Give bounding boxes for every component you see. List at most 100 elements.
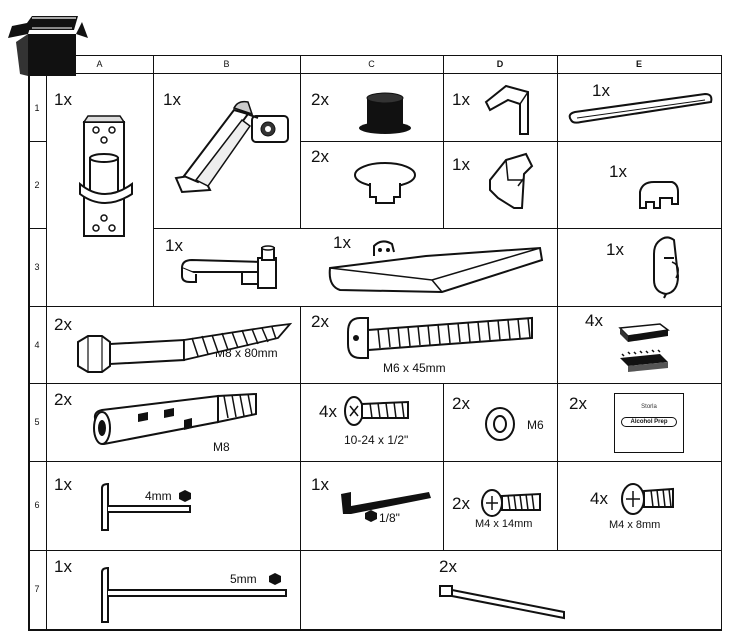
qty-e4: 4x xyxy=(585,311,603,330)
t-hex-key-5mm-part-icon xyxy=(101,566,287,623)
cable-clip-part-icon xyxy=(484,84,529,135)
column-header-d: D xyxy=(496,59,504,69)
vsep-de-r1-2 xyxy=(557,73,558,228)
column-header-c: C xyxy=(368,59,375,69)
extension-arm-part-icon xyxy=(180,245,277,289)
row-label-1: 1 xyxy=(34,103,40,113)
vsep-r5a xyxy=(300,383,301,461)
column-header-e: E xyxy=(635,59,642,69)
qty-d5: 2x xyxy=(452,394,470,413)
qty-e5: 2x xyxy=(569,394,587,413)
wipe-label: Alcohol Prep xyxy=(621,417,677,427)
row-sep-3-label xyxy=(28,228,46,229)
vsep-r6b xyxy=(443,461,444,550)
qty-c7: 2x xyxy=(439,557,457,576)
qty-a7: 1x xyxy=(54,557,72,576)
vsep-r3 xyxy=(557,228,558,306)
column-header-a: A xyxy=(96,59,103,69)
button-plug-part-icon xyxy=(354,162,416,204)
qty-c1: 2x xyxy=(311,90,329,109)
row-label-4: 4 xyxy=(34,340,40,350)
vsep-ab-r1-3 xyxy=(153,73,154,306)
box-icon xyxy=(8,16,88,76)
screw-m4x14-part-icon xyxy=(481,489,541,517)
tray-plate-part-icon xyxy=(328,240,544,294)
wall-plate-part-icon xyxy=(79,115,133,237)
monitor-arm-part-icon xyxy=(174,100,289,194)
grid-top-line xyxy=(28,55,722,56)
vsep-r7 xyxy=(300,550,301,630)
qty-a1: 1x xyxy=(54,90,72,109)
label-a5: M8 xyxy=(213,440,230,454)
qty-c3: 1x xyxy=(333,233,351,252)
vsep-bc-r1-2 xyxy=(300,73,301,228)
hex-icon-c6 xyxy=(365,510,377,522)
velcro-pads-part-icon xyxy=(618,323,670,372)
row-sep-7 xyxy=(28,550,722,551)
label-c5: 10-24 x 1/2" xyxy=(344,433,409,447)
row-label-7: 7 xyxy=(34,584,40,594)
row-label-2: 2 xyxy=(34,180,40,190)
grid-left-line xyxy=(28,73,30,630)
hex-icon-a6 xyxy=(179,490,191,502)
vsep-r5c xyxy=(557,383,558,461)
qty-e3: 1x xyxy=(606,240,624,259)
cable-hook-part-icon xyxy=(653,236,680,299)
qty-c4: 2x xyxy=(311,312,329,331)
machine-screw-m6-part-icon xyxy=(347,316,533,359)
qty-e2: 1x xyxy=(609,162,627,181)
qty-a5: 2x xyxy=(54,390,72,409)
cylinder-cap-part-icon xyxy=(359,92,411,134)
qty-e6: 4x xyxy=(590,489,608,508)
label-c4: M6 x 45mm xyxy=(383,361,446,375)
vsep-r6a xyxy=(300,461,301,550)
qty-a4: 2x xyxy=(54,315,72,334)
qty-b3: 1x xyxy=(165,236,183,255)
lag-bolt-part-icon xyxy=(77,322,293,373)
row-label-6: 6 xyxy=(34,500,40,510)
qty-d6: 2x xyxy=(452,494,470,513)
label-e6: M4 x 8mm xyxy=(609,519,661,531)
row-label-3: 3 xyxy=(34,262,40,272)
t-hex-key-4mm-part-icon xyxy=(101,482,191,531)
label-a7: 5mm xyxy=(230,572,257,586)
l-hex-key-part-icon xyxy=(341,492,431,514)
label-d6: M4 x 14mm xyxy=(475,518,533,530)
vsep-cd-r1-2 xyxy=(443,73,444,228)
screw-m4x8-part-icon xyxy=(621,483,674,515)
qty-c6: 1x xyxy=(311,475,329,494)
qty-a6: 1x xyxy=(54,475,72,494)
header-sep-de xyxy=(557,55,558,73)
row-sep-2-right xyxy=(300,141,721,142)
row-sep-5 xyxy=(28,383,722,384)
grid-header-bottom-line xyxy=(28,73,722,74)
machine-screw-10-24-part-icon xyxy=(344,396,409,426)
hex-icon-a7 xyxy=(269,573,281,585)
grid-right-line xyxy=(721,55,722,630)
row-sep-2-label xyxy=(28,141,46,142)
row-sep-4 xyxy=(28,306,722,307)
row-sep-3 xyxy=(153,228,721,229)
header-sep-cd xyxy=(443,55,444,73)
vsep-r6c xyxy=(557,461,558,550)
qty-c5: 4x xyxy=(319,402,337,421)
wipe-brand: Storla xyxy=(641,404,657,410)
washer-part-icon xyxy=(485,407,515,441)
small-cover-part-icon xyxy=(639,181,679,209)
header-sep-ab xyxy=(153,55,154,73)
qty-b1: 1x xyxy=(163,90,181,109)
angled-clip-part-icon xyxy=(489,152,534,209)
qty-e1: 1x xyxy=(592,81,610,100)
row-label-5: 5 xyxy=(34,417,40,427)
column-header-b: B xyxy=(223,59,230,69)
vsep-r4 xyxy=(300,306,301,383)
grid-bottom-line xyxy=(28,629,722,631)
wall-anchor-part-icon xyxy=(93,392,257,446)
row-sep-6 xyxy=(28,461,722,462)
qty-c2: 2x xyxy=(311,147,329,166)
label-col-line xyxy=(46,73,47,630)
vsep-r5b xyxy=(443,383,444,461)
label-d5: M6 xyxy=(527,418,544,432)
qty-d2: 1x xyxy=(452,155,470,174)
